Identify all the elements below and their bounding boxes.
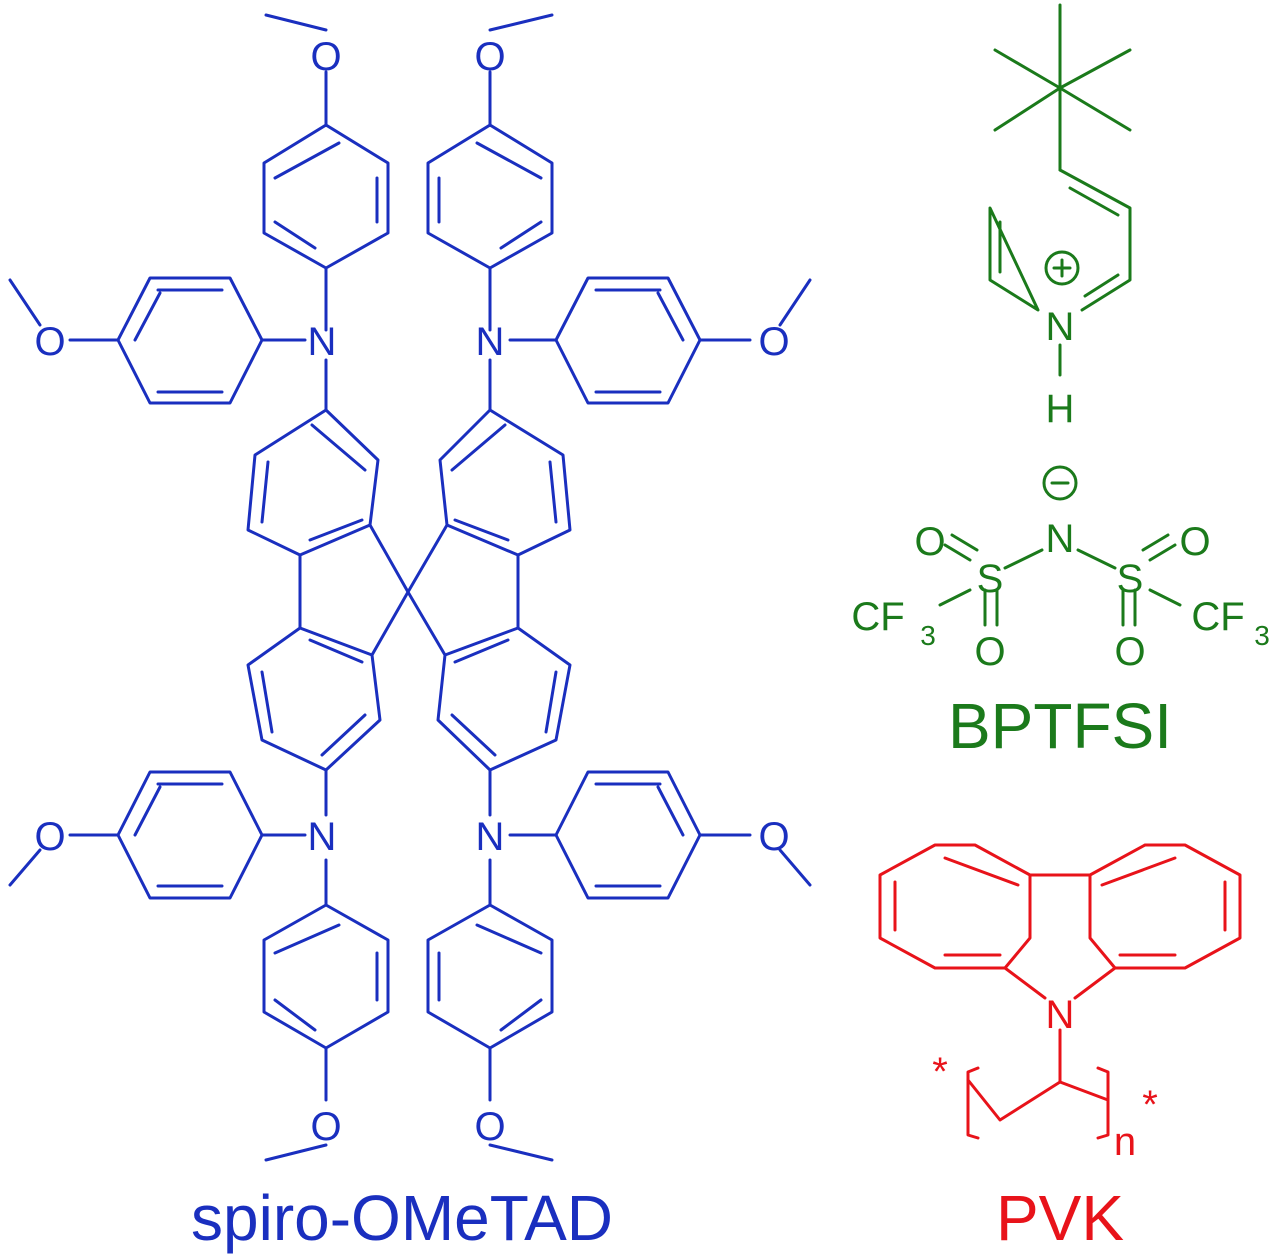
atom-n: N <box>308 320 337 364</box>
spiro-atom-labels: O O O O N N N N O O O O <box>34 35 789 1149</box>
pvk-bonds <box>878 843 1242 1140</box>
pvk-structure: N * * n PVK <box>878 843 1242 1254</box>
atom-o: O <box>310 35 341 79</box>
spiro-ometad-structure: O O O O N N N N O O O O spiro-OMeTAD <box>8 13 812 1254</box>
anion-atom-labels: N O O S S O O CF CF <box>851 517 1244 674</box>
spiro-ometad-label: spiro-OMeTAD <box>191 1182 613 1254</box>
atom-o: O <box>474 1105 505 1149</box>
atom-n: N <box>308 815 337 859</box>
atom-o: O <box>974 630 1005 674</box>
atom-n: N <box>1046 305 1075 349</box>
atom-s: S <box>977 557 1004 601</box>
spiro-bonds <box>8 13 812 1162</box>
end-mark: * <box>1142 1083 1158 1127</box>
subscript-3: 3 <box>920 620 936 651</box>
atom-o: O <box>758 815 789 859</box>
atom-cf: CF <box>851 595 904 639</box>
atom-o: O <box>474 35 505 79</box>
atom-o: O <box>34 320 65 364</box>
cation-bonds <box>988 3 1132 377</box>
atom-n: N <box>1046 517 1075 561</box>
pvk-label: PVK <box>996 1182 1124 1254</box>
atom-n: N <box>476 815 505 859</box>
cation-atom-labels: N H <box>1046 305 1075 431</box>
tfsi-anion-structure: N O O S S O O CF CF 3 3 BPTFSI <box>851 465 1270 762</box>
bptfsi-label: BPTFSI <box>948 690 1172 762</box>
atom-cf: CF <box>1191 595 1244 639</box>
atom-o: O <box>34 815 65 859</box>
atom-n: N <box>1046 993 1075 1037</box>
pvk-atom-labels: N * * n <box>932 993 1158 1164</box>
anion-bonds <box>938 465 1182 627</box>
pyridinium-cation-structure: N H <box>988 3 1132 431</box>
atom-o: O <box>758 320 789 364</box>
anion-subscripts: 3 3 <box>920 620 1270 651</box>
atom-n: N <box>476 320 505 364</box>
end-mark: * <box>932 1050 948 1094</box>
repeat-unit-n: n <box>1114 1120 1136 1164</box>
atom-h: H <box>1046 387 1075 431</box>
atom-s: S <box>1117 557 1144 601</box>
atom-o: O <box>310 1105 341 1149</box>
atom-o: O <box>914 520 945 564</box>
atom-o: O <box>1179 520 1210 564</box>
atom-o: O <box>1114 630 1145 674</box>
subscript-3: 3 <box>1254 620 1270 651</box>
